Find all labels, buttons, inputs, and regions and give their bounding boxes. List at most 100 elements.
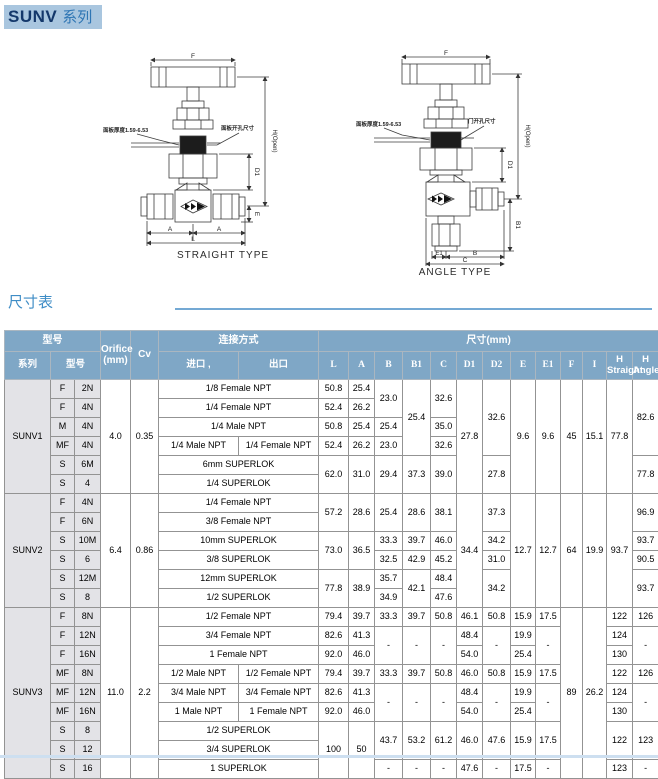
header-cell: Cv	[131, 331, 159, 380]
data-cell: 48.4	[457, 684, 483, 703]
data-cell: 4N	[75, 437, 101, 456]
data-cell: 8	[75, 589, 101, 608]
data-cell: 48.4	[431, 570, 457, 589]
data-cell: 39.7	[403, 532, 431, 551]
data-cell: -	[403, 760, 431, 779]
data-cell: 15.9	[511, 608, 536, 627]
data-cell: -	[536, 627, 561, 665]
data-cell: 3/8 SUPERLOK	[159, 551, 319, 570]
straight-type-caption: STRAIGHT TYPE	[103, 250, 343, 261]
data-cell: F	[51, 380, 75, 399]
series-title-en: SUNV	[8, 7, 57, 26]
data-cell: 3/4 Male NPT	[159, 684, 239, 703]
data-cell: 46.0	[457, 665, 483, 684]
data-cell: 1/4 Female NPT	[159, 399, 319, 418]
data-cell: 19.9	[583, 494, 607, 608]
dim-label-a2: A	[217, 226, 222, 233]
data-cell: 126	[633, 608, 658, 627]
data-cell: 10mm SUPERLOK	[159, 532, 319, 551]
data-cell: 17.5	[536, 608, 561, 627]
data-cell: F	[51, 627, 75, 646]
header-cell: 进口 ,	[159, 352, 239, 380]
data-cell: 31.0	[483, 551, 511, 570]
data-cell: 32.6	[431, 380, 457, 418]
data-cell: 46.1	[457, 608, 483, 627]
header-cell: F	[561, 352, 583, 380]
data-cell: -	[403, 684, 431, 722]
data-cell: 6N	[75, 513, 101, 532]
data-cell: 12.7	[511, 494, 536, 608]
data-cell: 25.4	[511, 646, 536, 665]
dim-label-h-open: H(Open)	[271, 129, 277, 152]
dim-label-b1: B1	[514, 221, 521, 229]
data-cell: -	[375, 760, 403, 779]
straight-type-drawing: F A A L D1 E H(Open) 面板厚度1.59-6.53 面板开孔尺…	[103, 50, 343, 250]
data-cell: 8N	[75, 665, 101, 684]
header-cell: C	[431, 352, 457, 380]
data-cell: 4N	[75, 399, 101, 418]
data-cell: 6.4	[101, 494, 131, 608]
header-cell: A	[349, 352, 375, 380]
header-cell: L	[319, 352, 349, 380]
series-title-cn: 系列	[62, 9, 92, 26]
dim-label-d1: D1	[253, 168, 260, 177]
data-cell: S	[51, 570, 75, 589]
data-cell: 3/4 Female NPT	[239, 684, 319, 703]
data-cell: 124	[607, 627, 633, 646]
header-cell: 系列	[5, 352, 51, 380]
data-cell: 12mm SUPERLOK	[159, 570, 319, 589]
data-cell: 42.1	[403, 570, 431, 608]
data-cell: 6mm SUPERLOK	[159, 456, 319, 475]
data-cell: -	[633, 684, 658, 722]
data-cell: 82.6	[319, 627, 349, 646]
data-cell: 64	[561, 494, 583, 608]
data-cell: 122	[607, 722, 633, 760]
data-cell: 26.2	[349, 437, 375, 456]
data-cell: 8	[75, 722, 101, 741]
data-cell: 15.9	[511, 722, 536, 760]
data-cell: SUNV2	[5, 494, 51, 608]
panel-thickness-note: 面板厚度1.59-6.53	[356, 120, 401, 128]
header-cell: I	[583, 352, 607, 380]
data-cell: 47.6	[483, 722, 511, 760]
header-cell: H Angle	[633, 352, 658, 380]
data-cell: S	[51, 475, 75, 494]
data-cell: 1 Female NPT	[159, 646, 319, 665]
data-cell: 54.0	[457, 646, 483, 665]
data-cell: 27.8	[483, 456, 511, 494]
data-cell: 77.8	[633, 456, 658, 494]
data-cell: 31.0	[349, 456, 375, 494]
header-cell: E	[511, 352, 536, 380]
data-cell: 126	[633, 665, 658, 684]
data-cell: 43.7	[375, 722, 403, 760]
dim-label-e1: E1	[435, 251, 443, 257]
header-cell: 型号	[51, 352, 101, 380]
data-cell: 92.0	[319, 646, 349, 665]
data-cell: 53.2	[403, 722, 431, 760]
data-cell: 4.0	[101, 380, 131, 494]
divider-line	[175, 308, 652, 310]
dim-label-c: C	[463, 257, 468, 264]
data-cell: 34.2	[483, 532, 511, 551]
data-cell: 12M	[75, 570, 101, 589]
data-cell: M	[51, 418, 75, 437]
data-cell: 15.1	[583, 380, 607, 494]
data-cell: 1 Female NPT	[239, 703, 319, 722]
data-cell: S	[51, 532, 75, 551]
header-cell: Orifice (mm)	[101, 331, 131, 380]
data-cell: 9.6	[536, 380, 561, 494]
dim-label-h-open: H(Open)	[524, 124, 530, 147]
data-cell: 25.4	[349, 418, 375, 437]
data-cell: 2.2	[131, 608, 159, 779]
data-cell: 39.7	[349, 608, 375, 627]
data-cell: MF	[51, 703, 75, 722]
data-cell: 79.4	[319, 608, 349, 627]
data-cell: 35.7	[375, 570, 403, 589]
data-cell: 46.0	[431, 532, 457, 551]
data-cell: 50.8	[319, 418, 349, 437]
data-cell: 1 SUPERLOK	[159, 760, 319, 779]
data-cell: 61.2	[431, 722, 457, 760]
data-cell: 4N	[75, 494, 101, 513]
